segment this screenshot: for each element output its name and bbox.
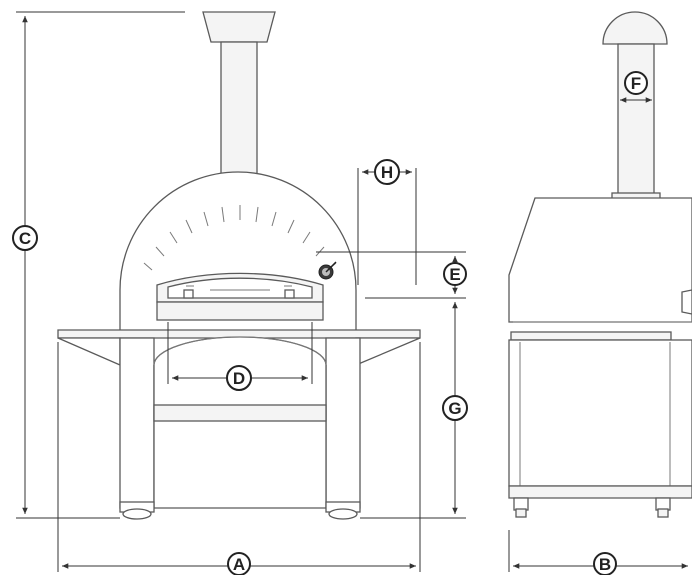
front-view (57, 11, 421, 520)
side-chimney-cap (602, 11, 668, 45)
side-wheel-right (657, 508, 669, 518)
lower-shelf (153, 404, 327, 422)
side-wheel-left (515, 508, 527, 518)
thermometer-icon (318, 261, 337, 280)
side-shelf (510, 331, 672, 341)
callout-a: A (227, 552, 251, 575)
front-chimney-cap (202, 11, 276, 43)
front-chimney-pipe (220, 41, 258, 196)
side-stand-body (508, 339, 692, 487)
oven-door-opening (167, 277, 313, 299)
wheel-right (325, 501, 361, 520)
dome-vent-slats (143, 205, 337, 271)
callout-e: E (443, 262, 467, 286)
oven-hearth-ledge (156, 301, 324, 321)
svg-text:G: G (448, 399, 461, 418)
side-foot-right (655, 497, 671, 511)
svg-text:E: E (449, 265, 460, 284)
side-oven-body (508, 197, 692, 323)
svg-text:F: F (631, 74, 641, 93)
callout-b: B (593, 552, 617, 575)
callout-d: D (226, 365, 252, 391)
callout-c: C (12, 225, 38, 251)
callout-f: F (624, 71, 648, 95)
svg-text:H: H (381, 163, 393, 182)
svg-text:B: B (599, 555, 611, 574)
side-handle-icon (681, 289, 692, 315)
callout-g: G (442, 395, 468, 421)
stand-arch-line (153, 336, 327, 366)
door-latch-left (183, 285, 194, 299)
door-latch-right (284, 285, 295, 299)
side-base-frame (508, 485, 692, 499)
side-shelf-right (355, 337, 421, 366)
stand-leg-right (325, 337, 361, 509)
stand-front-arch (153, 336, 327, 509)
svg-text:C: C (19, 229, 31, 248)
wheel-left (119, 501, 155, 520)
side-chimney-pipe (617, 43, 655, 195)
stand-leg-left (119, 337, 155, 509)
side-view (508, 11, 692, 518)
svg-text:D: D (233, 369, 245, 388)
svg-text:A: A (233, 555, 245, 574)
side-foot-left (513, 497, 529, 511)
side-shelf-left (57, 337, 121, 366)
callout-h: H (374, 159, 400, 185)
